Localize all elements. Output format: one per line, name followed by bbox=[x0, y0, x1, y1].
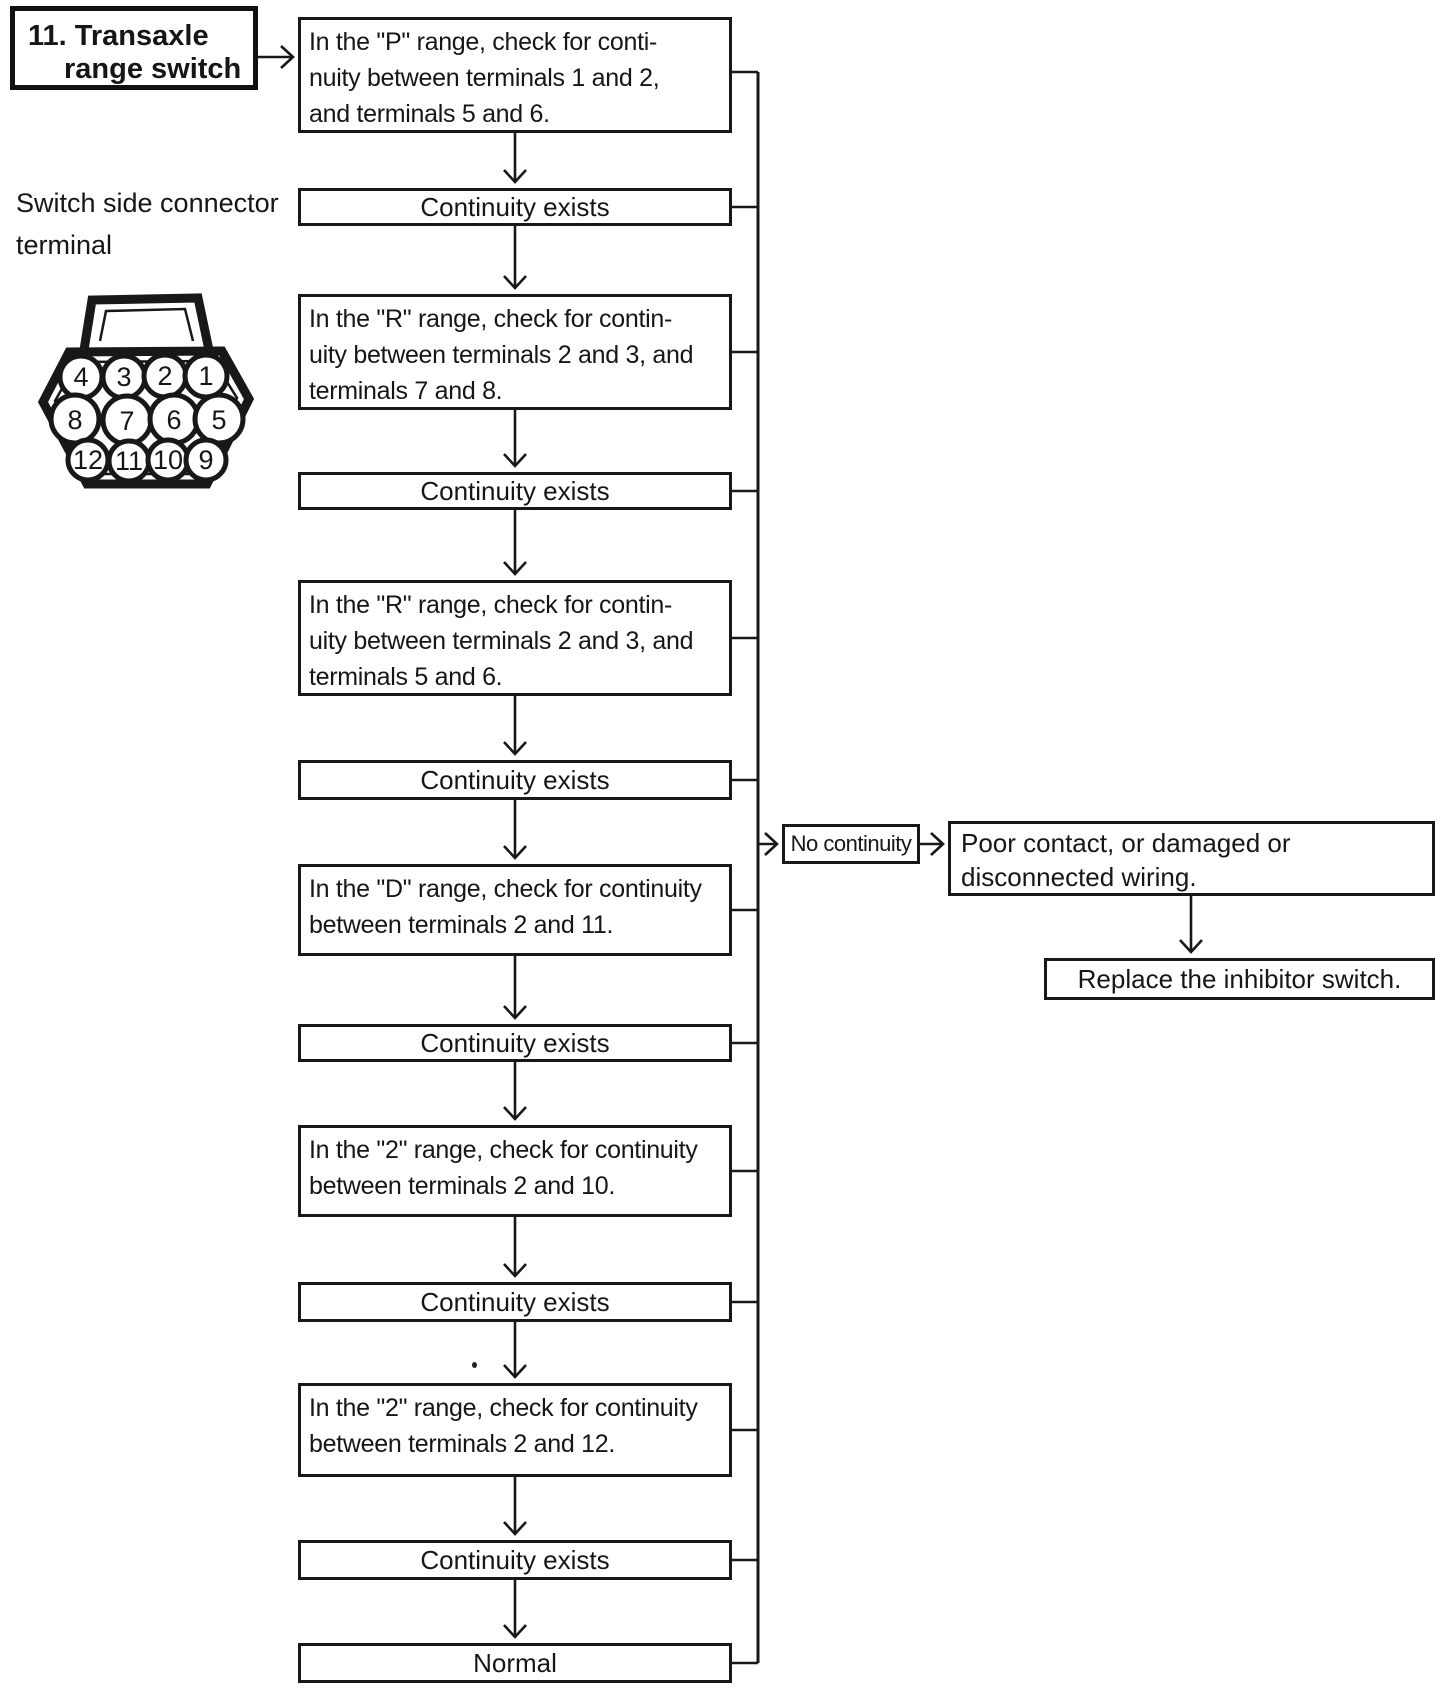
svg-text:9: 9 bbox=[198, 445, 213, 475]
svg-text:1: 1 bbox=[198, 361, 213, 391]
step-check-p-range: In the "P" range, check for conti- nuity… bbox=[298, 17, 732, 133]
svg-text:2: 2 bbox=[157, 361, 172, 391]
status-continuity-exists-1: Continuity exists bbox=[298, 188, 732, 226]
procedure-title-line1: 11. Transaxle bbox=[28, 20, 209, 52]
step-check-r-range-2: In the "R" range, check for contin- uity… bbox=[298, 580, 732, 696]
svg-text:3: 3 bbox=[116, 362, 131, 392]
svg-text:5: 5 bbox=[211, 405, 226, 435]
connector-pin: 2 bbox=[141, 352, 189, 400]
connector-pin: 1 bbox=[182, 352, 230, 400]
connector-diagram: 4 3 2 1 8 7 6 5 12 11 10 9 bbox=[37, 293, 255, 489]
no-continuity-box: No continuity bbox=[782, 824, 920, 864]
connector-pin: 10 bbox=[145, 437, 191, 483]
connector-pin: 6 bbox=[147, 392, 201, 446]
status-continuity-exists-4: Continuity exists bbox=[298, 1024, 732, 1062]
connector-pin: 3 bbox=[100, 353, 148, 401]
step-check-2-range-2: In the "2" range, check for continuity b… bbox=[298, 1383, 732, 1477]
connector-pin: 7 bbox=[100, 393, 154, 447]
procedure-title-box: 11. Transaxle range switch bbox=[10, 6, 258, 90]
connector-pin: 4 bbox=[57, 353, 105, 401]
ink-speck bbox=[472, 1362, 477, 1368]
svg-text:10: 10 bbox=[153, 445, 183, 475]
status-continuity-exists-3: Continuity exists bbox=[298, 760, 732, 800]
svg-text:6: 6 bbox=[166, 405, 181, 435]
no-continuity-branch-arrows bbox=[758, 832, 1203, 954]
step-check-r-range-1: In the "R" range, check for contin- uity… bbox=[298, 294, 732, 410]
svg-text:11: 11 bbox=[115, 446, 143, 476]
connector-pins: 4 3 2 1 8 7 6 5 12 11 10 9 bbox=[48, 352, 246, 484]
svg-text:12: 12 bbox=[73, 445, 103, 475]
step-check-d-range: In the "D" range, check for continuity b… bbox=[298, 864, 732, 956]
connector-pin: 11 bbox=[106, 438, 152, 484]
step-check-2-range-1: In the "2" range, check for continuity b… bbox=[298, 1125, 732, 1217]
connector-pin: 8 bbox=[48, 392, 102, 446]
connector-tab bbox=[79, 293, 214, 351]
connector-pin: 12 bbox=[65, 437, 111, 483]
status-continuity-exists-5: Continuity exists bbox=[298, 1282, 732, 1322]
status-continuity-exists-2: Continuity exists bbox=[298, 472, 732, 510]
replace-switch-box: Replace the inhibitor switch. bbox=[1044, 958, 1435, 1000]
svg-text:8: 8 bbox=[67, 405, 82, 435]
trunk-stubs bbox=[732, 70, 758, 1665]
switch-connector-label: Switch side connector terminal bbox=[16, 188, 279, 260]
connector-pin: 5 bbox=[192, 392, 246, 446]
poor-contact-box: Poor contact, or damaged or disconnected… bbox=[948, 821, 1435, 896]
procedure-title-line2: range switch bbox=[64, 53, 242, 85]
svg-text:4: 4 bbox=[73, 362, 88, 392]
status-continuity-exists-6: Continuity exists bbox=[298, 1540, 732, 1580]
svg-text:7: 7 bbox=[119, 406, 134, 436]
status-normal: Normal bbox=[298, 1643, 732, 1683]
connector-pin: 9 bbox=[183, 437, 229, 483]
